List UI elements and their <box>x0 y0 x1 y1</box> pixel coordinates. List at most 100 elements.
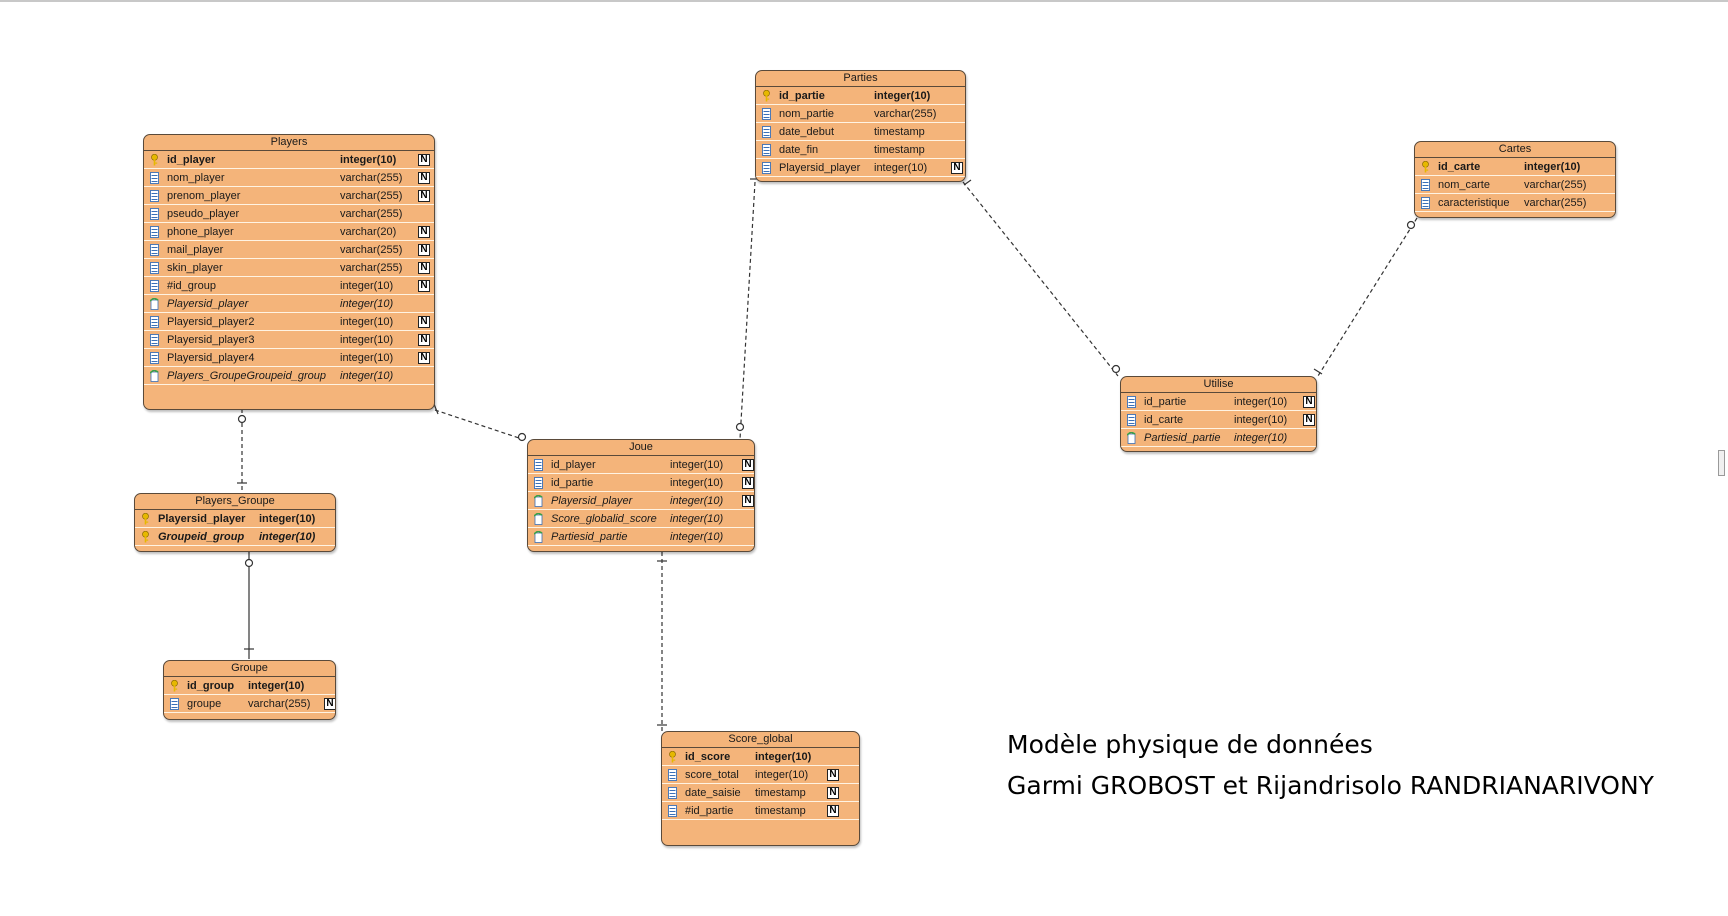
field-row[interactable]: Playersid_player4 integer(10) N <box>144 349 434 367</box>
field-type: timestamp <box>874 144 925 156</box>
field-type: integer(10) <box>248 680 305 692</box>
foreign-key-icon <box>1126 431 1136 444</box>
field-type: timestamp <box>755 787 806 799</box>
diagram-caption-title: Modèle physique de données <box>1007 730 1373 759</box>
foreign-key-icon <box>149 297 159 310</box>
not-null-badge: N <box>742 477 754 489</box>
field-name: id_player <box>167 154 216 166</box>
not-null-badge: N <box>418 352 430 364</box>
field-type: varchar(20) <box>340 226 397 238</box>
not-null-badge: N <box>418 190 430 202</box>
field-name: Partiesid_partie <box>1144 432 1221 444</box>
column-icon <box>150 208 159 220</box>
column-icon <box>1127 396 1136 408</box>
field-type: integer(10) <box>259 513 316 525</box>
not-null-badge: N <box>418 334 430 346</box>
column-icon <box>150 244 159 256</box>
column-icon <box>150 316 159 328</box>
field-name: Playersid_player <box>779 162 861 174</box>
column-icon <box>668 787 677 799</box>
field-type: integer(10) <box>340 352 394 364</box>
not-null-badge: N <box>418 244 430 256</box>
field-name: caracteristique <box>1438 197 1510 209</box>
entity-title: Parties <box>756 71 965 87</box>
field-name: nom_player <box>167 172 225 184</box>
field-row[interactable]: id_score integer(10) <box>662 748 859 766</box>
entity-title: Joue <box>528 440 754 456</box>
field-name: #id_partie <box>685 805 734 817</box>
foreign-key-icon <box>533 512 543 525</box>
field-row[interactable]: Partiesid_partie integer(10) <box>1121 429 1316 447</box>
field-type: varchar(255) <box>248 698 311 710</box>
field-row[interactable]: #id_partie timestamp N <box>662 802 859 820</box>
primary-key-icon <box>1421 160 1430 173</box>
column-icon <box>668 805 677 817</box>
field-type: integer(10) <box>755 751 812 763</box>
foreign-key-icon <box>149 369 159 382</box>
primary-key-icon <box>150 153 159 166</box>
field-name: id_partie <box>551 477 594 489</box>
field-type: timestamp <box>755 805 806 817</box>
column-icon <box>1421 197 1430 209</box>
column-icon <box>150 262 159 274</box>
field-type: integer(10) <box>1234 432 1288 444</box>
field-name: id_score <box>685 751 731 763</box>
field-name: id_partie <box>1144 396 1187 408</box>
not-null-badge: N <box>827 805 839 817</box>
field-name: id_carte <box>1144 414 1184 426</box>
entity-title: Score_global <box>662 732 859 748</box>
field-name: score_total <box>685 769 739 781</box>
field-name: id_carte <box>1438 161 1481 173</box>
column-icon <box>534 459 543 471</box>
field-type: varchar(255) <box>1524 179 1587 191</box>
field-name: nom_partie <box>779 108 835 120</box>
column-icon <box>150 280 159 292</box>
field-name: date_debut <box>779 126 835 138</box>
field-name: mail_player <box>167 244 224 256</box>
field-name: Playersid_player4 <box>167 352 255 364</box>
scrollbar-handle[interactable] <box>1718 450 1725 476</box>
entity-score-global[interactable]: Score_global id_score integer(10) score_tot… <box>661 731 860 846</box>
primary-key-icon <box>668 750 677 763</box>
